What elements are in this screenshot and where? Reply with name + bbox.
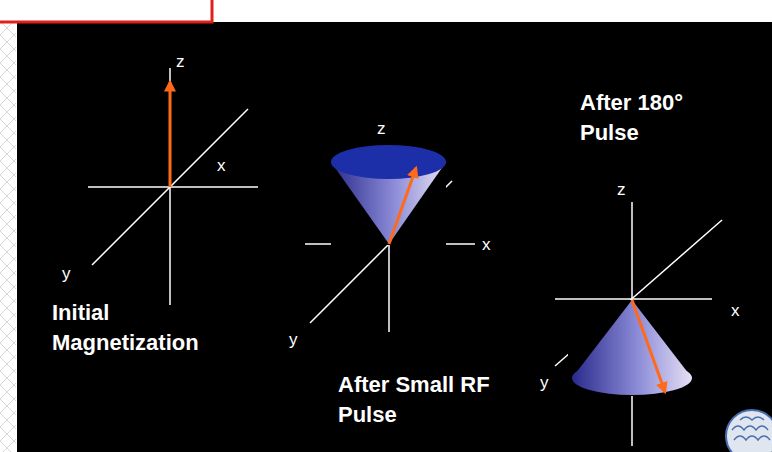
magnetization-vector — [389, 168, 416, 244]
slide-ground — [17, 22, 772, 452]
header-box — [0, 0, 212, 22]
axis-label: x — [731, 301, 740, 321]
axis-label: x — [217, 156, 226, 176]
cone-top — [331, 145, 446, 179]
axis-label: z — [176, 52, 185, 72]
axis-label: y — [540, 373, 549, 393]
axis-label: y — [62, 264, 71, 284]
axis-label: z — [377, 119, 386, 139]
panel-caption: After 180° Pulse — [580, 88, 720, 147]
axis-label: x — [482, 235, 491, 255]
cone-bottom — [572, 361, 692, 395]
border-pattern — [0, 22, 16, 452]
brain-logo — [726, 410, 772, 452]
axis-label: z — [617, 180, 626, 200]
axis-label: y — [289, 330, 298, 350]
axes-small-pulse — [305, 145, 475, 332]
cone-backdrop — [568, 300, 694, 396]
magnetization-vector — [169, 82, 172, 187]
panel-caption: Initial Magnetization — [52, 298, 252, 357]
axes-initial — [88, 68, 258, 305]
panel-caption: After Small RF Pulse — [338, 370, 498, 429]
axes-180-pulse — [555, 202, 722, 446]
cone-backdrop — [331, 144, 446, 245]
magnetization-vector — [632, 300, 665, 392]
